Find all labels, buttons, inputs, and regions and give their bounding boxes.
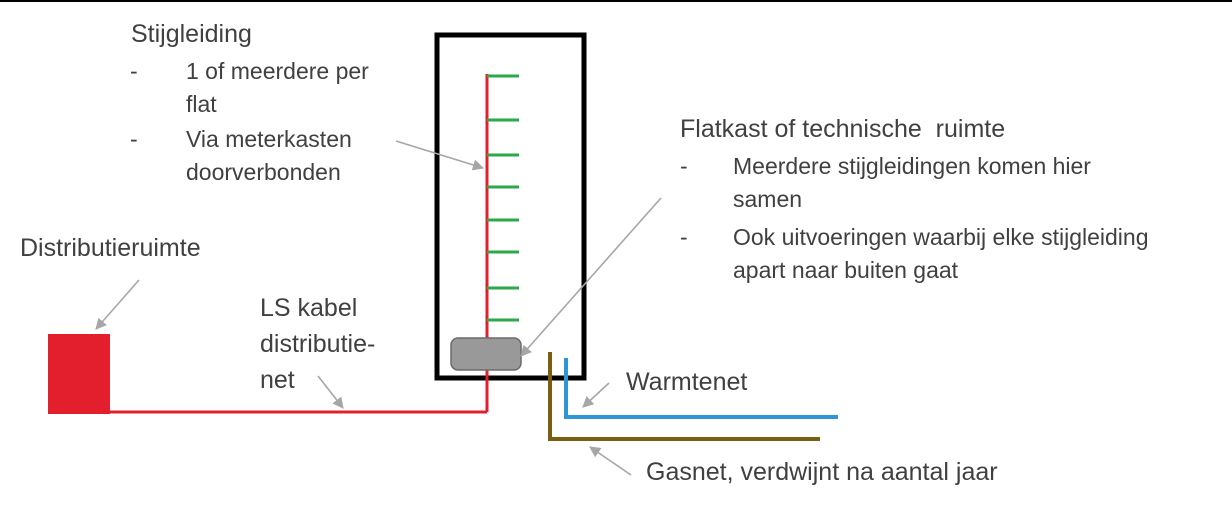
stijgleiding-bullet-2-dash: - [130,126,138,152]
warmtenet-label: Warmtenet [626,368,748,396]
flatkast-bullet-1-line-2: samen [733,186,803,212]
stijgleiding-bullet-1-dash: - [130,58,138,84]
flatkast-bullet-2-line-2: apart naar buiten gaat [733,257,959,283]
meter-taps [487,74,519,322]
flatkast-box [450,337,522,371]
warmtenet-pipe [564,358,838,419]
stijgleiding-bullet-2-line-1: Via meterkasten [186,126,352,152]
gasnet-pipe [548,352,820,441]
flat-building-outline [434,32,587,381]
ls-cable-arrow [317,375,344,409]
flatkast-bullet-1-dash: - [680,153,688,179]
gasnet-arrow [589,446,632,476]
flatkast-arrow [520,197,662,357]
stijgleiding-bullet-1-line-2: flat [186,91,217,117]
stijgleiding-title: Stijgleiding [131,20,252,48]
stijgleiding-arrow [395,140,485,171]
flatkast-title: Flatkast of technische ruimte [680,115,1006,143]
flatkast-bullet-1-line-1: Meerdere stijgleidingen komen hier [733,153,1091,179]
ls-kabel-label-line-3: net [260,366,295,394]
flatkast-bullet-2-dash: - [680,224,688,250]
flatkast-bullet-2-line-1: Ook uitvoeringen waarbij elke stijgleidi… [733,224,1149,250]
distributieruimte-box [48,334,110,414]
ls-kabel-label-line-2: distributie- [260,330,376,358]
distributieruimte-arrow [95,279,140,330]
top-border-line [0,0,1232,2]
gasnet-label: Gasnet, verdwijnt na aantal jaar [646,458,998,486]
stijgleiding-bullet-1-line-1: 1 of meerdere per [186,58,369,84]
ls-kabel-label-line-1: LS kabel [260,294,358,322]
warmtenet-arrow [582,382,610,408]
distributieruimte-label: Distributieruimte [20,234,201,262]
stijgleiding-bullet-2-line-2: doorverbonden [186,159,341,185]
